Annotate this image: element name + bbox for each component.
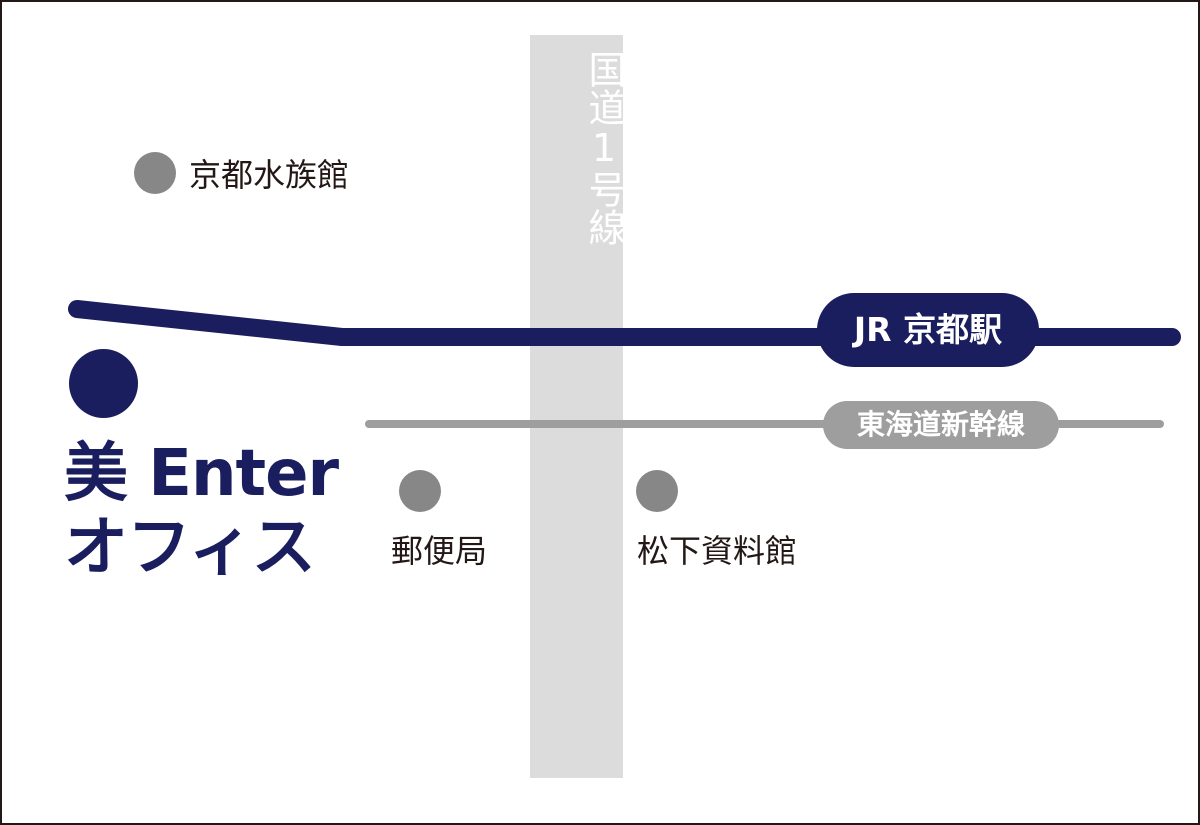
post-office-marker [399,470,441,512]
museum-label: 松下資料館 [637,532,798,570]
office-name-line1: 美 Enter [64,437,339,511]
office-name-line2: オフィス [64,511,316,585]
road-label: 国道1号線 [582,50,626,246]
national-route-1-road [530,35,623,778]
office-marker [69,349,138,418]
kyoto-station-badge: JR 京都駅 [817,293,1039,367]
shinkansen-badge: 東海道新幹線 [823,401,1059,449]
aquarium-marker [134,152,176,194]
aquarium-label: 京都水族館 [189,156,350,194]
museum-marker [636,470,678,512]
post-office-label: 郵便局 [391,532,488,570]
